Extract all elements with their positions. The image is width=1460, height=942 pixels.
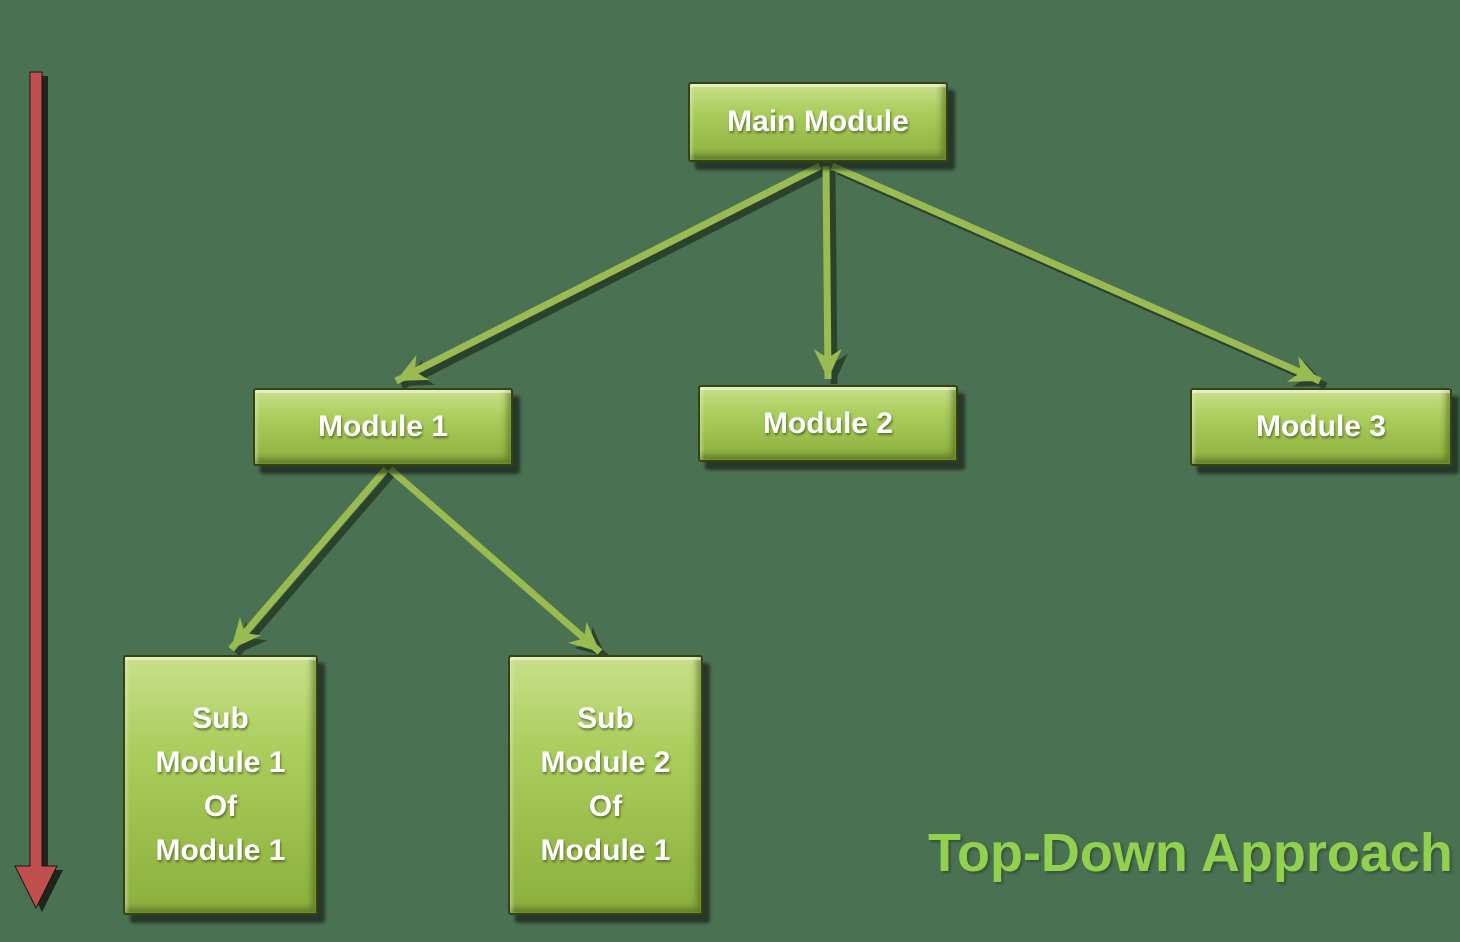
node-sub-module-1-of-module-1: Sub Module 1 Of Module 1 [123,655,318,915]
node-module-2: Module 2 [698,385,958,462]
arrow-module1-to-sub2 [387,466,603,655]
diagram-caption: Top-Down Approach [928,823,1453,883]
node-module-3-label: Module 3 [1255,410,1386,443]
node-sub-module-1-label: Sub Module 1 Of Module 1 [155,702,286,867]
arrow-module1-to-sub1 [228,466,389,652]
node-sub-module-2-label: Sub Module 2 Of Module 1 [540,702,671,867]
node-module-3: Module 3 [1190,388,1452,466]
arrow-main-to-module1 [394,162,822,385]
arrow-main-to-module2 [813,165,842,380]
node-main-module-label: Main Module [727,105,909,138]
node-sub-module-2-of-module-1: Sub Module 2 Of Module 1 [508,655,703,915]
node-main-module: Main Module [688,82,948,162]
top-down-direction-arrow-icon [14,71,58,910]
node-module-1-label: Module 1 [317,410,448,443]
node-module-1: Module 1 [253,388,513,466]
arrow-main-to-module3 [830,162,1322,385]
node-module-2-label: Module 2 [762,406,893,440]
